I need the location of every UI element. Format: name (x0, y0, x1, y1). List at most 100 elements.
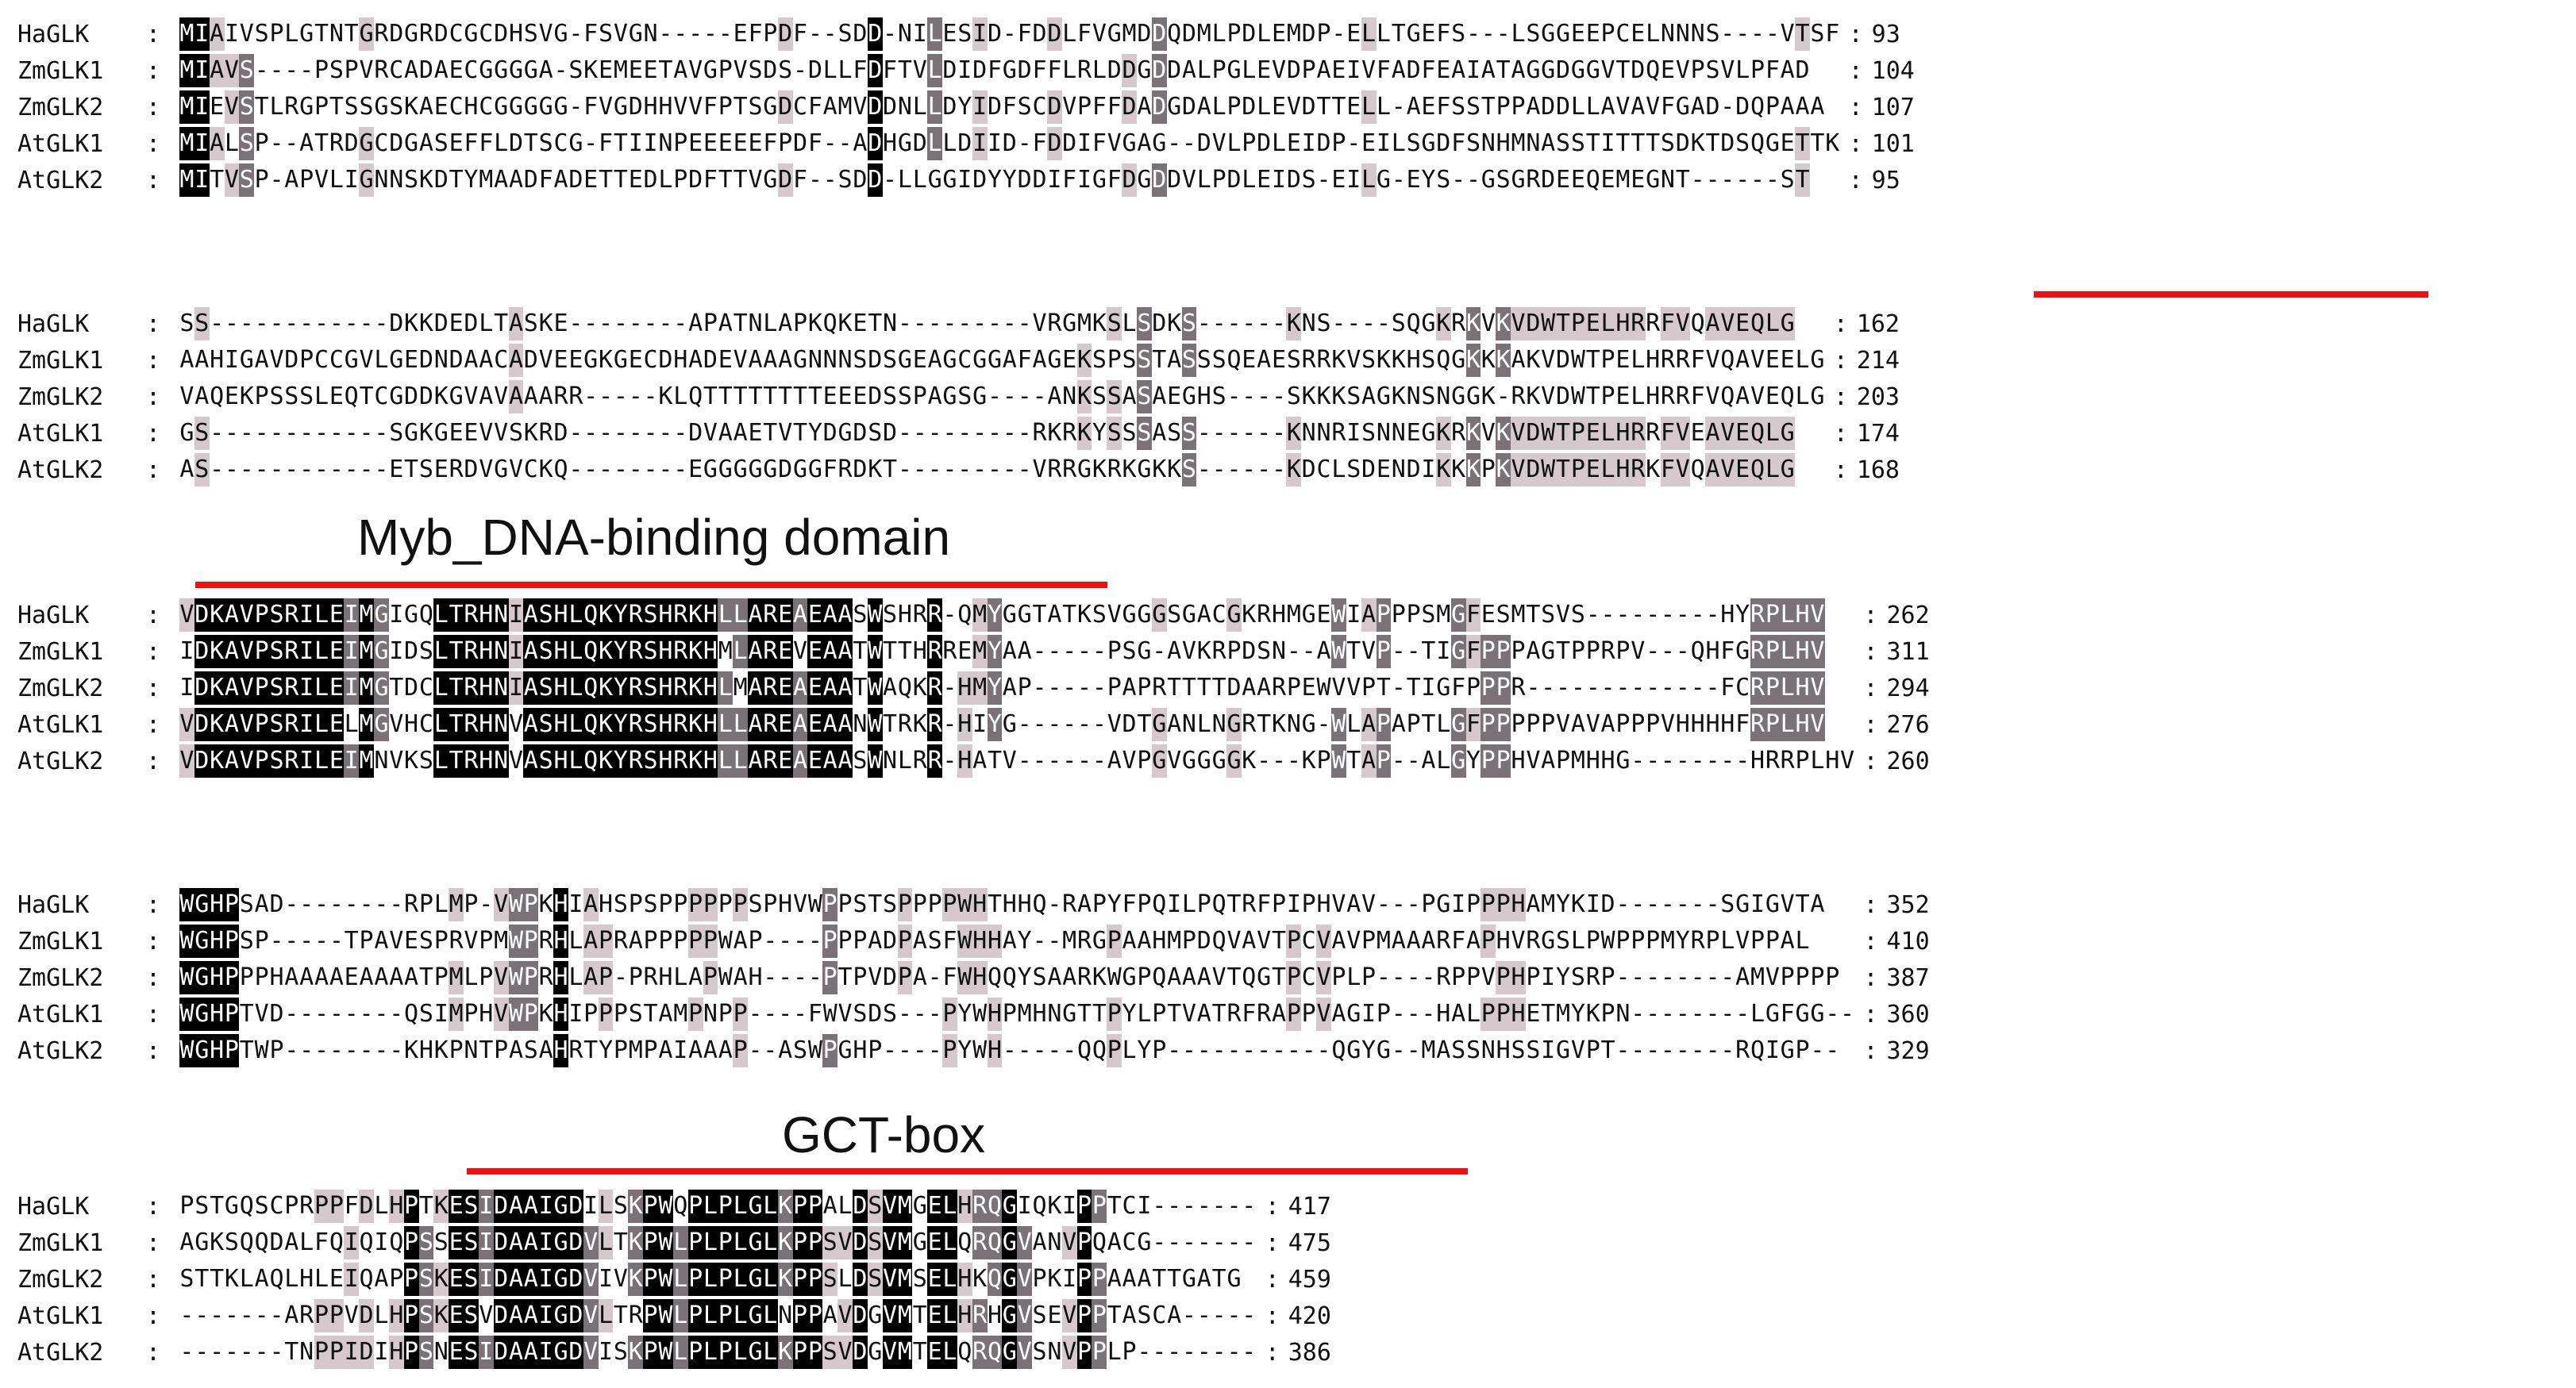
residue: P (733, 998, 749, 1031)
residue: A (1526, 637, 1541, 665)
sequence-name: HaGLK (17, 310, 90, 338)
residue: S (1316, 310, 1331, 337)
residue: F (987, 56, 1003, 84)
residue: S (1421, 346, 1436, 374)
residue: F (1077, 20, 1092, 48)
residue: M (1570, 747, 1585, 775)
residue: K (418, 310, 433, 337)
residue: E (1271, 346, 1287, 374)
residue: A (1122, 1265, 1137, 1293)
residue: S (748, 93, 763, 121)
residue: T (1481, 93, 1496, 121)
residue: W (972, 1000, 988, 1028)
alignment-gap: - (1496, 383, 1511, 410)
residue: K (912, 674, 927, 702)
residue: V (599, 93, 614, 121)
residue: H (658, 708, 673, 741)
alignment-gap: - (658, 310, 673, 337)
residue: Q (673, 1192, 688, 1220)
alignment-gap: - (1631, 601, 1646, 629)
residue: P (1511, 637, 1526, 665)
residue: L (733, 598, 749, 632)
residue: H (1032, 1000, 1047, 1028)
alignment-gap: - (1346, 129, 1361, 157)
residue: N (1391, 419, 1406, 447)
residue: S (284, 383, 299, 410)
residue: D (1286, 56, 1301, 84)
residue: D (1017, 56, 1032, 84)
residue: G (613, 93, 628, 121)
residue: E (464, 419, 479, 447)
residue: I (374, 1228, 389, 1256)
residue: C (1735, 674, 1750, 702)
residue: K (433, 1036, 449, 1064)
residue: V (179, 598, 194, 632)
residue: I (344, 671, 360, 705)
residue: F (479, 129, 494, 157)
alignment-gap: - (1675, 1000, 1690, 1028)
residue: G (239, 346, 254, 374)
sequence-name: ZmGLK1 (17, 1228, 104, 1257)
alignment-gap: - (224, 419, 239, 447)
residue: R (283, 708, 299, 741)
residue: K (1481, 383, 1496, 410)
residue: K (1435, 417, 1451, 450)
residue: V (239, 744, 255, 778)
alignment-gap: - (1720, 20, 1735, 48)
residue: G (1122, 601, 1137, 629)
residue: D (284, 346, 299, 374)
residue: S (1570, 963, 1585, 991)
alignment-gap: - (1720, 166, 1735, 194)
alignment-gap: - (568, 310, 583, 337)
residue: G (374, 93, 389, 121)
alignment-gap: - (224, 310, 239, 337)
residue: P (687, 1190, 703, 1223)
residue: L (822, 56, 837, 84)
residue: D (1436, 129, 1451, 157)
residue: L (703, 1226, 718, 1259)
alignment-gap: - (1421, 1000, 1436, 1028)
residue: S (1167, 601, 1182, 629)
residue: C (374, 129, 389, 157)
residue: I (1077, 129, 1092, 157)
residue: F (1421, 56, 1436, 84)
residue: P (1705, 927, 1720, 955)
residue: A (1735, 346, 1750, 374)
residue: Q (957, 1228, 972, 1256)
residue: H (209, 1034, 225, 1067)
alignment-gap: - (1615, 963, 1631, 991)
residue: L (284, 1265, 299, 1293)
residue: A (778, 346, 793, 374)
residue: M (359, 744, 374, 778)
alignment-gap: - (1211, 310, 1226, 337)
residue: P (778, 129, 793, 157)
residue: A (778, 310, 793, 337)
alignment-gap: - (1631, 963, 1646, 991)
residue: T (1406, 674, 1421, 702)
residue: H (1720, 710, 1735, 738)
residue: S (897, 383, 912, 410)
residue: S (418, 1299, 434, 1332)
residue: P (703, 310, 718, 337)
residue: G (1421, 129, 1436, 157)
position-separator: : (1863, 1000, 1878, 1029)
position-separator: : (1833, 310, 1848, 338)
residue: P (433, 963, 449, 991)
alignment-gap: - (329, 419, 344, 447)
residue: V (792, 637, 808, 665)
residue: P (314, 56, 329, 84)
residue: V (179, 383, 194, 410)
residue: D (1017, 166, 1032, 194)
alignment-gap: - (1646, 747, 1661, 775)
residue: M (897, 1226, 913, 1259)
sequence-name: AtGLK2 (17, 1036, 104, 1065)
residue: T (763, 419, 778, 447)
residue: K (1331, 346, 1346, 374)
alignment-gap: - (1017, 310, 1032, 337)
residue: P (613, 1000, 628, 1028)
alignment-gap: - (1421, 963, 1436, 991)
residue: I (957, 166, 972, 194)
